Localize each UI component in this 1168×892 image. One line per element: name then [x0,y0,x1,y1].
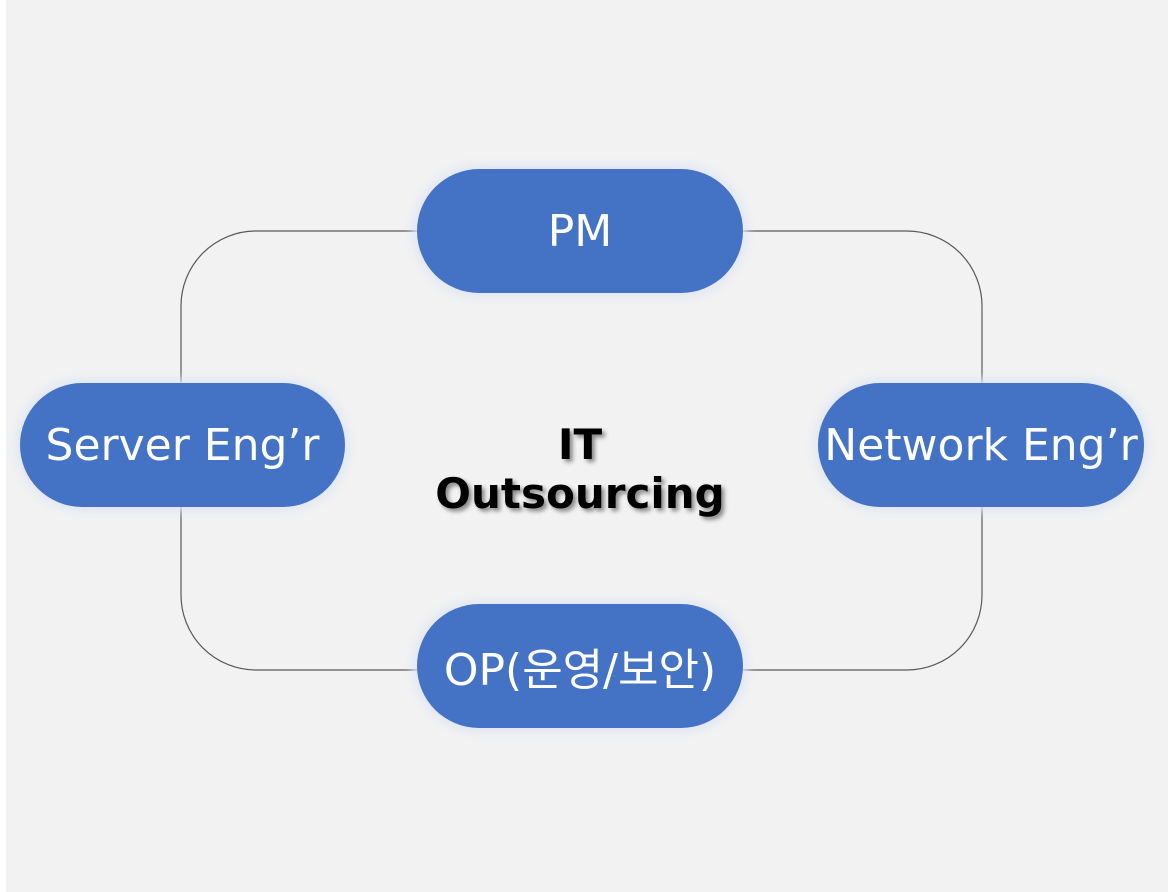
diagram-title: IT Outsourcing [435,420,725,518]
node-pm: PM [417,169,743,293]
node-server-engineer: Server Eng’r [20,383,345,507]
left-border [0,0,6,892]
node-op: OP(운영/보안) [417,604,743,728]
node-network-engineer: Network Eng’r [818,383,1144,507]
